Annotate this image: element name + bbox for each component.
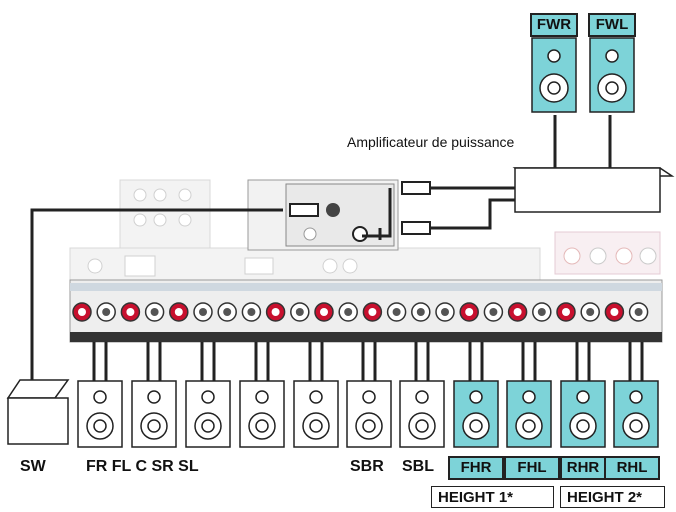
speaker [77,380,123,448]
speaker [399,380,445,448]
speaker [293,380,339,448]
speaker [346,380,392,448]
fwr-label: FWR [530,13,578,37]
height-speaker [453,380,499,448]
terminal-post-center [634,308,643,316]
pre-out-module [247,179,399,251]
speaker-cable [308,342,324,381]
terminal-post-center [392,308,401,316]
sbl-label: SBL [402,458,434,475]
terminal-post-center [102,308,111,316]
fwl-label: FWL [588,13,636,37]
fr-fl-c-sr-sl-label: FR FL C SR SL [86,458,199,475]
rhl-label: RHL [604,456,660,480]
rca-plugs [289,181,431,235]
rear-panel-right [554,231,661,275]
terminal-post-center [247,308,256,316]
terminal-post-center [513,308,522,316]
height-1-label: HEIGHT 1* [431,486,554,508]
terminal-post-center [150,308,159,316]
speaker-cable [254,342,270,381]
terminal-post-center [465,308,474,316]
terminal-post-center [368,308,377,316]
speaker-cable [361,342,377,381]
terminal-post-center [537,308,546,316]
speaker [239,380,285,448]
fhl-label: FHL [504,456,560,480]
terminal-post-center [295,308,304,316]
terminal-post-center [271,308,280,316]
height-speaker [506,380,552,448]
speaker-terminal-strip [69,279,663,343]
speaker-cable [200,342,216,381]
terminal-post-center [320,308,328,316]
terminal-post-center [78,308,86,316]
terminal-post-center [610,308,619,316]
height-speaker [560,380,606,448]
amplifier-label: Amplificateur de puissance [347,134,515,150]
terminal-post-center [441,308,449,316]
terminal-post-center [562,308,570,316]
terminal-post-center [344,308,353,316]
terminal-post-center [416,308,425,316]
front-wide-speaker [531,37,577,113]
speaker-cable [575,342,591,381]
height-speaker [613,380,659,448]
sbr-label: SBR [350,458,384,475]
fhr-label: FHR [448,456,504,480]
sw-label: SW [20,458,46,475]
speaker-cable [628,342,644,381]
power-amplifier [512,167,675,213]
subwoofer [6,379,70,445]
speaker-cable [414,342,430,381]
terminal-post-center [489,308,498,316]
terminal-post-center [199,308,207,316]
terminal-post-center [223,308,232,316]
speaker-cable [468,342,484,381]
rhr-label: RHR [560,456,606,480]
speaker-cable [521,342,537,381]
speaker-cable [92,342,108,381]
speaker [185,380,231,448]
terminal-post-center [174,308,183,316]
terminal-post-center [126,308,135,316]
speaker [131,380,177,448]
speaker-cable [146,342,162,381]
terminal-post-center [586,308,595,316]
front-wide-speaker [589,37,635,113]
height-2-label: HEIGHT 2* [560,486,665,508]
